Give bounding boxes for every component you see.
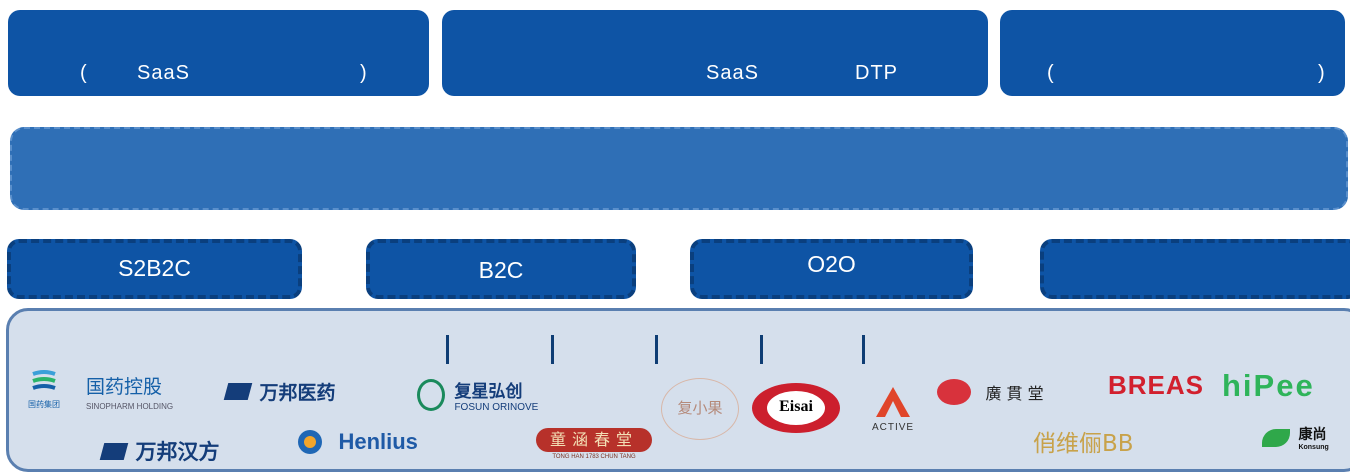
top-box-2: SaaS DTP bbox=[442, 10, 988, 96]
sinopharm-en: SINOPHARM HOLDING bbox=[86, 402, 174, 411]
channel-b2c: B2C bbox=[366, 239, 636, 299]
konsung-icon bbox=[1262, 428, 1290, 447]
sinopharm-group-logo: 国药集团 bbox=[22, 370, 66, 410]
separator bbox=[446, 335, 449, 364]
channel-s2b2c: S2B2C bbox=[7, 239, 302, 299]
paren-right: ) bbox=[360, 62, 368, 84]
separator bbox=[551, 335, 554, 364]
sinopharm-icon bbox=[32, 370, 56, 390]
platform-bar bbox=[10, 127, 1348, 210]
channel-label: S2B2C bbox=[118, 255, 191, 281]
eisai-label: Eisai bbox=[779, 398, 813, 415]
wanbang-icon bbox=[99, 442, 129, 460]
tonghan-cn: 童涵春堂 bbox=[536, 428, 652, 452]
qiaoweili-label: 俏维俪BB bbox=[1033, 431, 1134, 457]
tonghan-en: TONG HAN 1783 CHUN TANG bbox=[552, 454, 636, 460]
box2-text-2: DTP bbox=[855, 62, 898, 84]
hipee-label: hiPee bbox=[1222, 368, 1315, 403]
henlius-logo: Henlius bbox=[298, 429, 418, 455]
paren-right: ) bbox=[1318, 62, 1326, 84]
henlius-icon bbox=[298, 430, 322, 454]
separator bbox=[862, 335, 865, 364]
fosun-orinove-logo: 复星弘创 FOSUN ORINOVE bbox=[417, 377, 538, 413]
fosun-cn: 复星弘创 bbox=[454, 382, 523, 402]
channel-label: O2O bbox=[807, 251, 856, 277]
top-box-1: ( SaaS ) bbox=[8, 10, 429, 96]
top-box-3: ( ) bbox=[1000, 10, 1345, 96]
paren-left: ( bbox=[1047, 62, 1055, 84]
qiaoweili-logo: 俏维俪BB bbox=[1033, 424, 1134, 458]
eisai-logo: Eisai bbox=[752, 383, 840, 433]
henlius-label: Henlius bbox=[338, 429, 418, 454]
wanbang-pharma-label: 万邦医药 bbox=[259, 382, 336, 404]
active-icon bbox=[876, 387, 910, 417]
active-label: ACTIVE bbox=[871, 422, 915, 433]
guangguantang-label: 廣 貫 堂 bbox=[985, 384, 1044, 403]
tonghan-logo: 童涵春堂 TONG HAN 1783 CHUN TANG bbox=[536, 428, 652, 460]
fuxiaoguo-logo: 复小果 bbox=[661, 378, 739, 440]
separator bbox=[760, 335, 763, 364]
breas-logo: BREAS bbox=[1108, 370, 1204, 401]
active-logo: ACTIVE bbox=[858, 387, 928, 433]
wanbang-hanfang-label: 万邦汉方 bbox=[135, 440, 220, 464]
konsung-en: Konsung bbox=[1298, 444, 1329, 451]
channel-o2o: O2O bbox=[690, 239, 973, 299]
paren-left: ( bbox=[80, 62, 88, 84]
konsung-cn: 康尚 bbox=[1298, 427, 1327, 443]
guangguantang-logo: 廣 貫 堂 bbox=[937, 379, 1044, 405]
channel-blank bbox=[1040, 239, 1350, 299]
sinopharm-holding-logo: 国药控股 SINOPHARM HOLDING bbox=[86, 372, 173, 411]
wanbang-icon bbox=[223, 383, 253, 400]
hipee-logo: hiPee bbox=[1222, 368, 1315, 404]
guangguantang-icon bbox=[937, 379, 971, 405]
konsung-logo: 康尚 Konsung bbox=[1262, 424, 1329, 451]
box1-text: SaaS bbox=[137, 62, 190, 84]
wanbang-pharma-logo: 万邦医药 bbox=[223, 378, 336, 405]
breas-label: BREAS bbox=[1108, 370, 1205, 400]
wanbang-hanfang-logo: 万邦汉方 bbox=[99, 436, 220, 466]
box2-text-1: SaaS bbox=[706, 62, 759, 84]
fosun-icon bbox=[417, 379, 445, 411]
sinopharm-group-label: 国药集团 bbox=[28, 400, 60, 409]
fuxiaoguo-label: 复小果 bbox=[677, 399, 723, 417]
separator bbox=[655, 335, 658, 364]
fosun-en: FOSUN ORINOVE bbox=[454, 402, 539, 413]
sinopharm-cn: 国药控股 bbox=[86, 376, 163, 398]
channel-label: B2C bbox=[478, 257, 524, 283]
